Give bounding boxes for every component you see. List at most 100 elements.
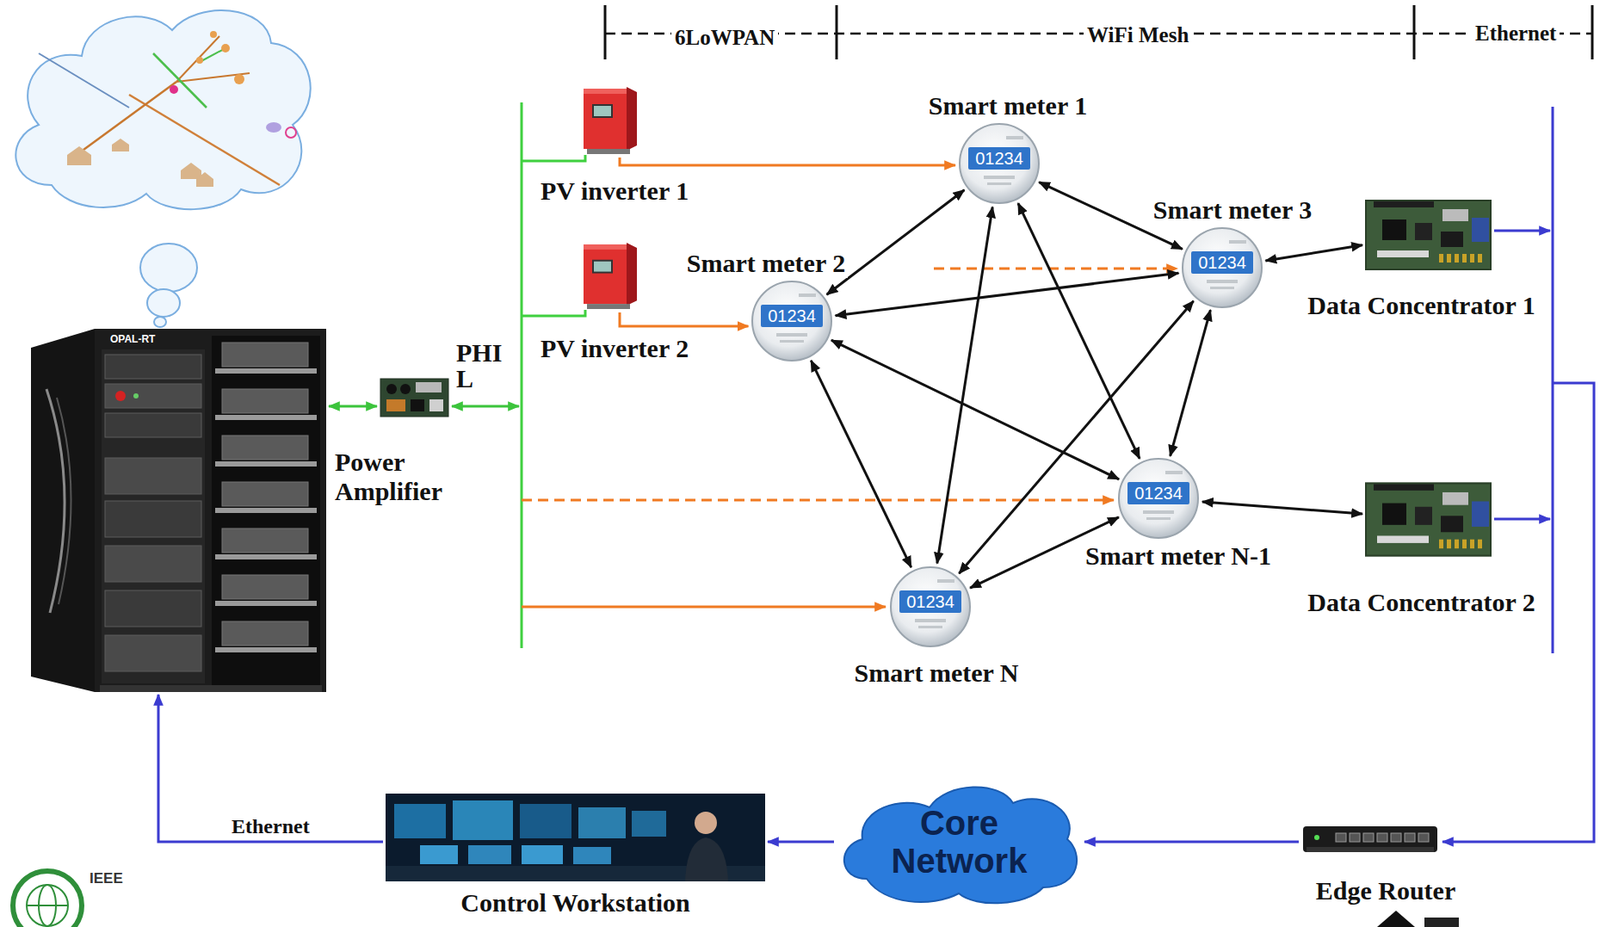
illustration-part xyxy=(105,457,202,495)
illustration-part xyxy=(176,36,220,82)
illustration-part xyxy=(1551,106,1555,654)
illustration-part xyxy=(604,5,607,60)
illustration-part xyxy=(265,122,282,133)
illustration-part xyxy=(215,600,317,606)
node-label: Control Workstation xyxy=(457,888,692,918)
illustration-part xyxy=(394,803,446,839)
illustration-part xyxy=(583,244,627,304)
illustration-part xyxy=(105,635,202,672)
illustration-part xyxy=(70,81,177,160)
illustration-part xyxy=(1303,826,1438,853)
illustration-part xyxy=(578,807,626,839)
illustration-part xyxy=(1390,833,1402,842)
pa-art xyxy=(379,375,450,421)
illustration-part xyxy=(918,625,943,629)
illustration-part xyxy=(1442,209,1469,222)
illustration-part xyxy=(56,397,72,605)
illustration-part xyxy=(1377,910,1415,927)
illustration-part xyxy=(1165,470,1183,475)
illustration-part xyxy=(959,123,1039,204)
connector xyxy=(831,339,1119,480)
illustration-part xyxy=(914,618,946,623)
illustration-part xyxy=(592,259,613,274)
connector xyxy=(767,840,834,844)
illustration-part xyxy=(222,342,309,367)
illustration-part xyxy=(685,837,729,882)
illustration-part xyxy=(420,845,458,865)
cloud-label: Core Network xyxy=(864,803,1055,880)
network-segment-label: Ethernet xyxy=(1471,21,1560,46)
illustration-part xyxy=(1470,253,1475,263)
illustration-part xyxy=(520,102,524,649)
illustration-part xyxy=(222,528,309,553)
illustration-part xyxy=(153,53,207,108)
illustration-part xyxy=(983,175,1015,180)
illustration-part xyxy=(26,884,68,927)
illustration-part xyxy=(105,500,202,538)
illustration-part xyxy=(451,405,519,408)
illustration-part xyxy=(105,545,202,582)
illustration-part xyxy=(222,621,309,646)
node-label: Data Concentrator 2 xyxy=(1304,587,1538,618)
illustration-part xyxy=(1418,833,1429,842)
illustration-part xyxy=(105,590,202,627)
illustration-part xyxy=(1206,279,1238,284)
illustration-part xyxy=(99,685,322,692)
connector-label: Ethernet xyxy=(228,815,313,838)
illustration-part xyxy=(1477,539,1483,550)
illustration-part xyxy=(521,309,586,316)
illustration-part xyxy=(987,182,1012,186)
illustration-part xyxy=(215,461,317,467)
illustration-part xyxy=(1454,539,1459,550)
illustration-part xyxy=(631,810,667,837)
core-network-cloud: Core Network xyxy=(836,777,1082,907)
illustration-part xyxy=(67,146,92,166)
illustration-part xyxy=(111,138,130,152)
connector xyxy=(1018,203,1140,459)
illustration-part xyxy=(1439,539,1444,550)
rack-art xyxy=(30,328,327,692)
illustration-part xyxy=(586,148,631,155)
illustration-part xyxy=(1306,846,1434,853)
illustration-part xyxy=(899,590,962,613)
connector xyxy=(835,272,1180,316)
control-workstation: Control Workstation xyxy=(385,793,766,882)
phil-label: PHI L xyxy=(453,339,513,392)
illustration-part xyxy=(1229,240,1247,244)
illustration-part xyxy=(154,316,167,328)
dc-art xyxy=(1365,193,1492,276)
illustration-part xyxy=(1142,510,1174,514)
illustration-part xyxy=(38,53,130,108)
connector xyxy=(937,206,993,563)
connector xyxy=(810,360,911,568)
illustration-part xyxy=(1191,251,1254,274)
illustration-part xyxy=(593,261,612,272)
node-label: Smart meter 3 xyxy=(1150,195,1315,225)
illustration-part xyxy=(380,378,449,417)
illustration-part xyxy=(583,88,627,94)
meter-reading: 01234 xyxy=(968,147,1031,170)
illustration-part xyxy=(1365,200,1491,270)
ws-art xyxy=(385,793,766,882)
illustration-part xyxy=(798,293,816,297)
smart-meter: Smart meter N01234 xyxy=(889,565,972,649)
meter-reading: 01234 xyxy=(760,304,823,328)
pv-inverter: PV inverter 1 xyxy=(576,86,643,155)
router-art xyxy=(1301,821,1440,858)
node-label: Power Amplifier xyxy=(332,447,467,506)
illustration-part xyxy=(1118,458,1199,538)
illustration-part xyxy=(94,328,327,692)
illustration-part xyxy=(1414,222,1433,241)
illustration-part xyxy=(1424,917,1459,927)
smart-meter: Smart meter N-101234 xyxy=(1117,457,1200,540)
thought-cloud xyxy=(15,10,310,328)
pv-art xyxy=(576,86,643,155)
illustration-part xyxy=(1442,492,1469,506)
illustration-part xyxy=(26,904,68,907)
connector xyxy=(1084,840,1299,844)
illustration-part xyxy=(626,242,637,306)
connector xyxy=(1265,245,1363,261)
illustration-part xyxy=(1413,5,1416,60)
logo-text: IEEE xyxy=(89,871,124,888)
